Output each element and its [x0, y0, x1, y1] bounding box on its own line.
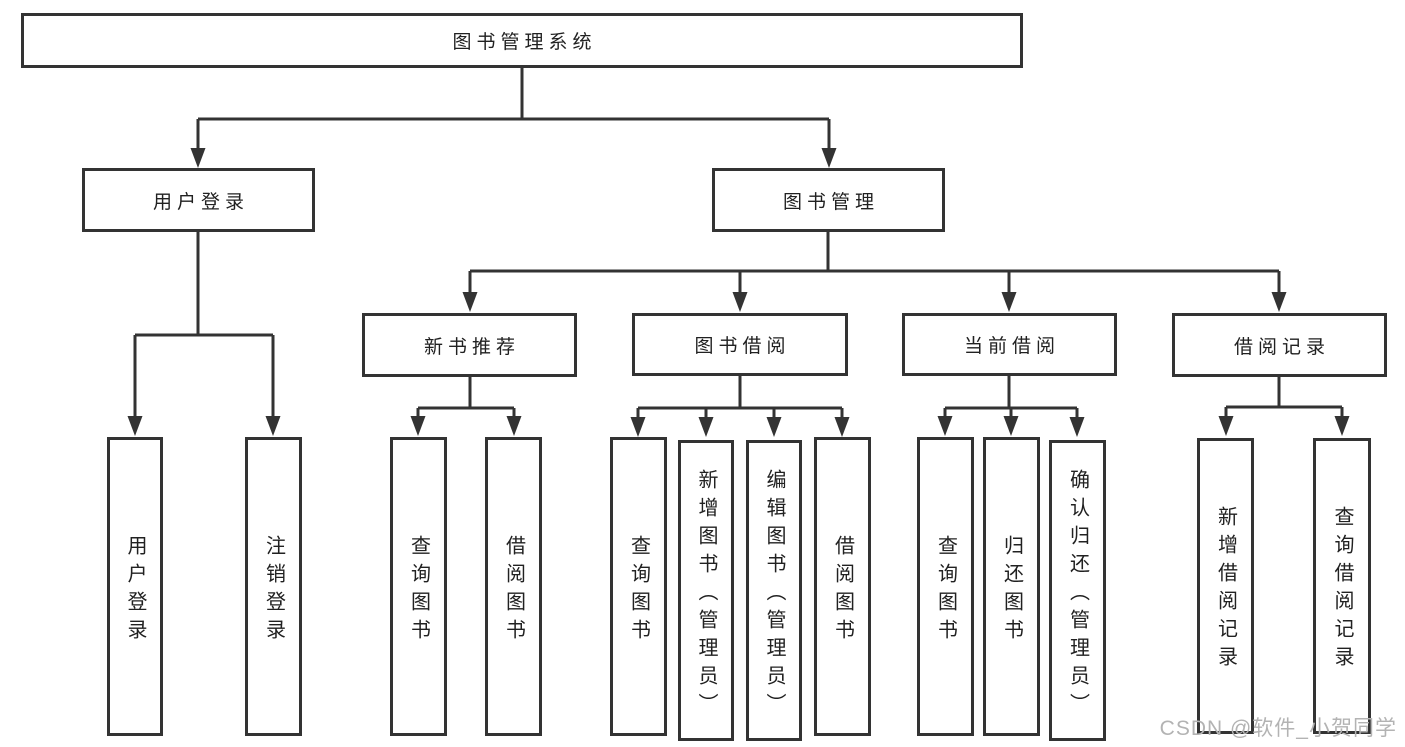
leaf-newbooks-borrow-books-label: 借阅图书 — [502, 534, 525, 647]
arrowhead-borrowing-edit — [766, 417, 782, 437]
node-book-borrowing-label: 图书借阅 — [694, 336, 791, 357]
node-borrow-records: 借阅记录 — [1172, 313, 1387, 377]
arrowhead-borrow-records — [1271, 292, 1287, 312]
leaf-borrowing-query-books-label: 查询图书 — [627, 534, 650, 647]
arrowhead-user-login — [190, 148, 206, 168]
arrowhead-leaf-logout — [265, 416, 281, 436]
leaf-records-query-record: 查询借阅记录 — [1313, 438, 1371, 734]
arrowhead-book-management — [821, 148, 837, 168]
connector-current-borrowing-to-leaves — [943, 376, 1079, 419]
arrowhead-borrowing-add — [698, 417, 714, 437]
leaf-logout: 注销登录 — [245, 437, 302, 736]
connector-user-login-to-leaves — [133, 232, 275, 418]
leaf-borrowing-query-books: 查询图书 — [610, 437, 667, 736]
connector-book-management-to-branches — [468, 232, 1281, 293]
leaf-borrowing-edit-books-admin-label: 编辑图书（管理员） — [763, 468, 785, 721]
leaf-borrowing-borrow-books-label: 借阅图书 — [831, 534, 854, 647]
leaf-records-add-record: 新增借阅记录 — [1197, 438, 1254, 734]
arrowhead-newbooks-borrow — [506, 416, 522, 436]
arrowhead-current-borrowing — [1001, 292, 1017, 312]
leaf-logout-label: 注销登录 — [262, 534, 285, 647]
leaf-current-query-books-label: 查询图书 — [934, 534, 957, 647]
node-root: 图书管理系统 — [21, 13, 1023, 68]
leaf-current-confirm-return-admin: 确认归还（管理员） — [1049, 440, 1106, 741]
leaf-user-login-label: 用户登录 — [124, 534, 146, 647]
arrowhead-book-borrowing — [732, 292, 748, 312]
leaf-borrowing-add-books-admin: 新增图书（管理员） — [678, 440, 734, 741]
leaf-newbooks-query-books-label: 查询图书 — [407, 534, 430, 647]
connector-book-borrowing-to-leaves — [636, 376, 844, 419]
node-new-book-recommend-label: 新书推荐 — [423, 336, 520, 358]
leaf-borrowing-add-books-admin-label: 新增图书（管理员） — [695, 468, 717, 721]
leaf-current-query-books: 查询图书 — [917, 437, 974, 736]
arrowhead-new-book-recommend — [462, 292, 478, 312]
leaf-records-query-record-label: 查询借阅记录 — [1331, 506, 1353, 674]
leaf-current-return-books-label: 归还图书 — [1000, 534, 1023, 647]
connector-new-book-recommend-to-leaves — [416, 377, 516, 419]
connector-borrow-records-to-leaves — [1224, 377, 1344, 417]
arrowhead-current-confirm — [1069, 417, 1085, 437]
node-borrow-records-label: 借阅记录 — [1233, 336, 1330, 358]
arrowhead-borrowing-borrow — [834, 417, 850, 437]
node-root-label: 图书管理系统 — [452, 32, 597, 53]
node-user-login-branch: 用户登录 — [82, 168, 315, 232]
leaf-newbooks-query-books: 查询图书 — [390, 437, 447, 736]
leaf-newbooks-borrow-books: 借阅图书 — [485, 437, 542, 736]
node-user-login-branch-label: 用户登录 — [152, 191, 249, 213]
node-current-borrowing: 当前借阅 — [902, 313, 1117, 376]
node-current-borrowing-label: 当前借阅 — [963, 336, 1060, 357]
arrowhead-records-query — [1334, 416, 1350, 436]
arrowhead-leaf-user-login — [127, 416, 143, 436]
leaf-current-confirm-return-admin-label: 确认归还（管理员） — [1066, 468, 1089, 721]
arrowhead-current-query — [937, 416, 953, 436]
leaf-borrowing-edit-books-admin: 编辑图书（管理员） — [746, 440, 802, 741]
node-book-borrowing: 图书借阅 — [632, 313, 848, 376]
connector-root-to-branches — [196, 68, 831, 150]
node-book-management: 图书管理 — [712, 168, 945, 232]
arrowhead-borrowing-query — [630, 417, 646, 437]
leaf-borrowing-borrow-books: 借阅图书 — [814, 437, 871, 736]
leaf-current-return-books: 归还图书 — [983, 437, 1040, 736]
arrowhead-newbooks-query — [410, 416, 426, 436]
node-book-management-label: 图书管理 — [782, 191, 879, 213]
arrowhead-current-return — [1003, 416, 1019, 436]
arrowhead-records-add — [1218, 416, 1234, 436]
node-new-book-recommend: 新书推荐 — [362, 313, 577, 377]
leaf-records-add-record-label: 新增借阅记录 — [1214, 506, 1237, 674]
leaf-user-login: 用户登录 — [107, 437, 163, 736]
